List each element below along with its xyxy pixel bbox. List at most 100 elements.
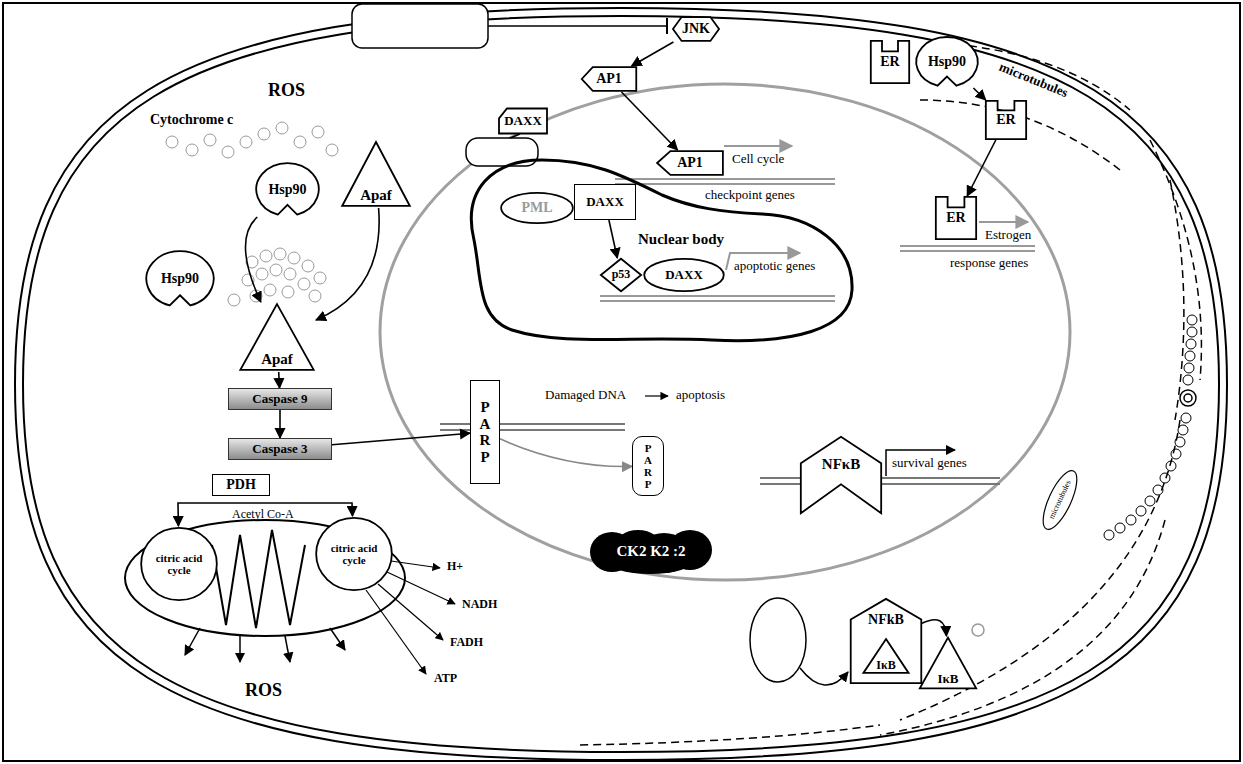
- ros-arrow: [285, 636, 290, 662]
- connector-arrow: [316, 208, 379, 320]
- outline-polygon: [920, 638, 976, 689]
- connector-arrow: [500, 439, 632, 467]
- connector-arrow: [279, 410, 281, 438]
- nuclear-body: Nuclear bodyPMLDAXXp53DAXX: [462, 150, 856, 346]
- cytochrome-c: [222, 146, 234, 158]
- node-text: ER: [996, 112, 1015, 127]
- cytochrome-c: [326, 144, 338, 156]
- node-text: Hsp90: [161, 271, 199, 286]
- dna-strand: [600, 295, 835, 297]
- dna-strand: [440, 429, 625, 431]
- node-text: ER: [946, 210, 965, 225]
- text-label: microtubules: [1047, 479, 1073, 521]
- nucleus: [380, 84, 1070, 580]
- cytochrome-c: [186, 144, 198, 156]
- microtubule: [880, 520, 1165, 735]
- outline-polygon: [673, 17, 719, 41]
- cell-membrane: [15, 8, 1227, 760]
- text-label: Cell cycle: [732, 152, 784, 167]
- text-label: apoptosis: [676, 388, 725, 403]
- node-text: Apaf: [360, 187, 392, 204]
- cytochrome-c: [294, 136, 306, 148]
- protein-box: DAXX: [574, 184, 636, 220]
- connector-arrow: [245, 217, 260, 302]
- dna-strand: [900, 250, 1035, 252]
- connector-arrow: [609, 220, 617, 258]
- cytochrome-c: [288, 252, 300, 264]
- text-label: survival genes: [892, 456, 967, 471]
- cytochrome-c: [256, 268, 268, 280]
- node-text: Hsp90: [268, 182, 306, 197]
- cytochrome-c: [274, 248, 286, 260]
- text-label: response genes: [950, 256, 1028, 271]
- outline-notched-circle: [916, 37, 977, 86]
- node-text: DAXX: [504, 114, 542, 128]
- outline-polygon: [871, 41, 909, 83]
- chain-bead: [1153, 485, 1163, 495]
- cytochrome-c: [276, 122, 288, 134]
- cytochrome-c: [314, 272, 326, 284]
- outline-notched-circle: [256, 163, 318, 215]
- cytochrome-c: [302, 260, 314, 272]
- inhibitor-triangle: IκB: [918, 636, 978, 690]
- chaperone-shape: Hsp90: [255, 162, 320, 217]
- node-outline: [800, 436, 882, 514]
- factor-pentagon: AP1: [580, 66, 638, 92]
- cycle-circle: citric acid cycle: [140, 526, 218, 602]
- text-label: ROS: [245, 680, 282, 701]
- receptor-shape: ER: [985, 100, 1027, 140]
- text-label: microtubules: [996, 59, 1069, 100]
- outline-blob: [471, 160, 852, 341]
- frame: [3, 3, 1240, 761]
- apaf-triangle: Apaf: [340, 140, 412, 208]
- chaperone-shape: Hsp90: [145, 250, 215, 308]
- protein-box: DAXX: [498, 108, 548, 134]
- caspase-box: Caspase 9: [228, 388, 332, 410]
- kinase-hexagon: JNK: [672, 16, 720, 42]
- outline-polygon: [657, 151, 723, 175]
- text-label: Estrogen: [985, 228, 1031, 243]
- connector-arrow: [622, 92, 678, 150]
- complex-shape: NFkBIκB: [850, 598, 922, 684]
- chain-bead: [1183, 375, 1193, 385]
- outline-polygon: [863, 639, 908, 673]
- outline-polygon: [240, 304, 313, 370]
- node-text: NFkB: [868, 612, 904, 627]
- node-text: PARP: [643, 442, 654, 490]
- outline-polygon: [986, 101, 1026, 139]
- dna-strand: [900, 245, 1035, 247]
- node-text: AP1: [677, 155, 703, 170]
- ros-arrow: [330, 628, 345, 650]
- product-arrow: [366, 590, 426, 674]
- chain-bead: [1160, 473, 1170, 483]
- protein-diamond: p53: [600, 258, 642, 292]
- microtubule: [580, 725, 880, 745]
- node-text: Nuclear body: [638, 231, 724, 248]
- node-text: NFκB: [822, 456, 860, 473]
- outline-polygon: [601, 259, 641, 292]
- caspase-box: Caspase 3: [228, 438, 332, 460]
- outline-polygon: [801, 437, 881, 513]
- protein-ellipse: PML: [500, 192, 574, 224]
- dna-strand: [600, 300, 835, 302]
- text-label: FADH: [450, 636, 483, 650]
- text-label: ATP: [434, 672, 457, 686]
- node-text: Caspase 9: [252, 392, 307, 406]
- cytochrome-c: [258, 128, 270, 140]
- factor-pentagon: AP1: [655, 150, 725, 176]
- node-text: citric acid cycle: [326, 542, 382, 566]
- chain-bead: [1178, 425, 1188, 435]
- activation-arrow: [800, 668, 848, 685]
- connector-arrow: [973, 88, 985, 100]
- cytochrome-c: [260, 250, 272, 262]
- cytochrome-c: [166, 136, 178, 148]
- text-label: Cytochrome c: [150, 112, 233, 128]
- chain-bead: [1166, 461, 1176, 471]
- text-label: checkpoint genes: [705, 188, 795, 203]
- cytochrome-c: [298, 278, 310, 290]
- cytochrome-c: [264, 284, 276, 296]
- kinase-shape: [750, 598, 806, 682]
- node-text: IκB: [938, 672, 959, 686]
